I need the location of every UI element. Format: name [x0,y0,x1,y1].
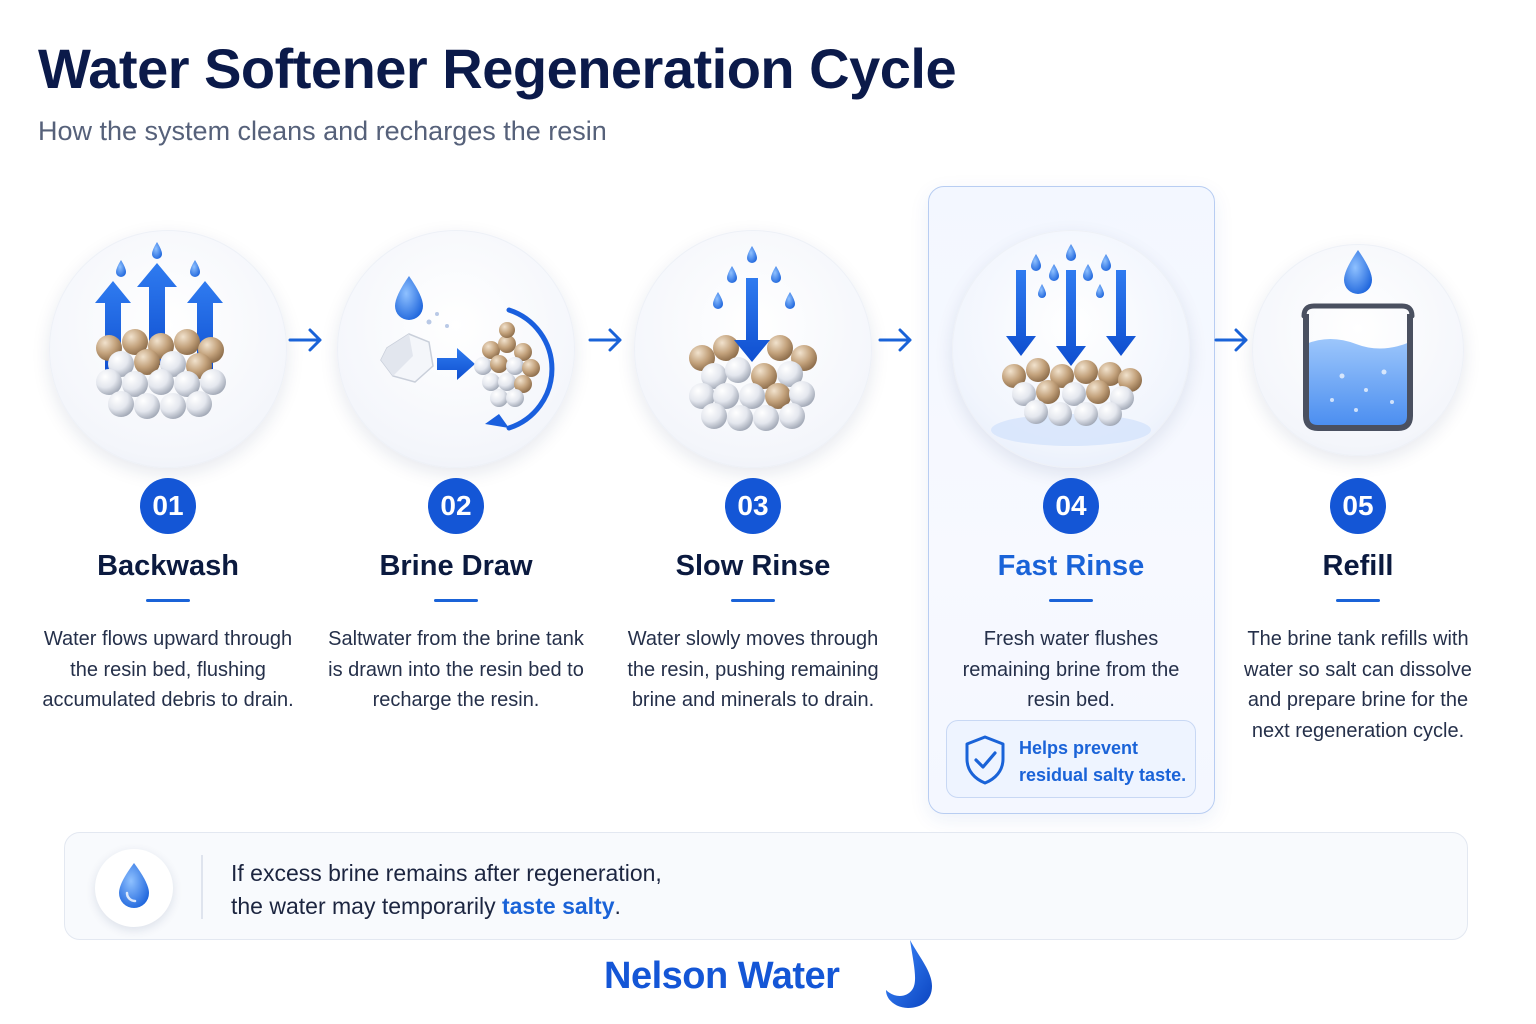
step-description: The brine tank refills with water so sal… [1244,628,1472,742]
step-description: Saltwater from the brine tank is drawn i… [328,628,584,711]
title-underline [1336,599,1380,602]
title-underline [146,599,190,602]
page-title: Water Softener Regeneration Cycle [38,37,957,100]
fast-rinse-tip: Helps prevent residual salty taste. [946,720,1196,798]
title-underline [731,599,775,602]
arrow-right-icon [878,328,912,352]
step-description: Water slowly moves through the resin, pu… [627,628,879,711]
salt-to-resin-icon [337,230,575,468]
arrow-right-icon [588,328,622,352]
arrow-right-icon [288,328,322,352]
step-number: 01 [140,478,196,534]
step-title: Brine Draw [379,550,533,582]
upward-flow-resin-icon [49,230,287,468]
step-number: 04 [1043,478,1099,534]
tip-text: Helps prevent residual salty taste. [1019,738,1187,785]
note-text: If excess brine remains after regenerati… [231,860,662,919]
arrow-right-icon [1214,328,1248,352]
note-accent: taste salty [501,893,615,919]
step-title: Fast Rinse [997,550,1145,582]
step-title: Refill [1322,550,1394,582]
slow-rinse-resin-icon [634,230,872,468]
brand-logo-icon [886,940,932,1008]
page-subtitle: How the system cleans and recharges the … [38,116,607,146]
title-underline [1049,599,1093,602]
step-title: Backwash [97,550,239,582]
step-description: Fresh water flushes remaining brine from… [962,628,1180,711]
step-number: 02 [428,478,484,534]
brand-name: Nelson Water [604,955,840,997]
brine-tank-refill-icon [1252,244,1464,456]
step-number: 05 [1330,478,1386,534]
step-title: Slow Rinse [675,550,831,582]
step-description: Water flows upward through the resin bed… [42,628,294,711]
fast-rinse-resin-icon [952,230,1190,468]
shield-check-icon [965,735,1005,785]
step-number: 03 [725,478,781,534]
note-divider [201,855,203,919]
water-drop-icon [95,849,173,927]
title-underline [434,599,478,602]
salty-taste-note: If excess brine remains after regenerati… [64,832,1468,940]
